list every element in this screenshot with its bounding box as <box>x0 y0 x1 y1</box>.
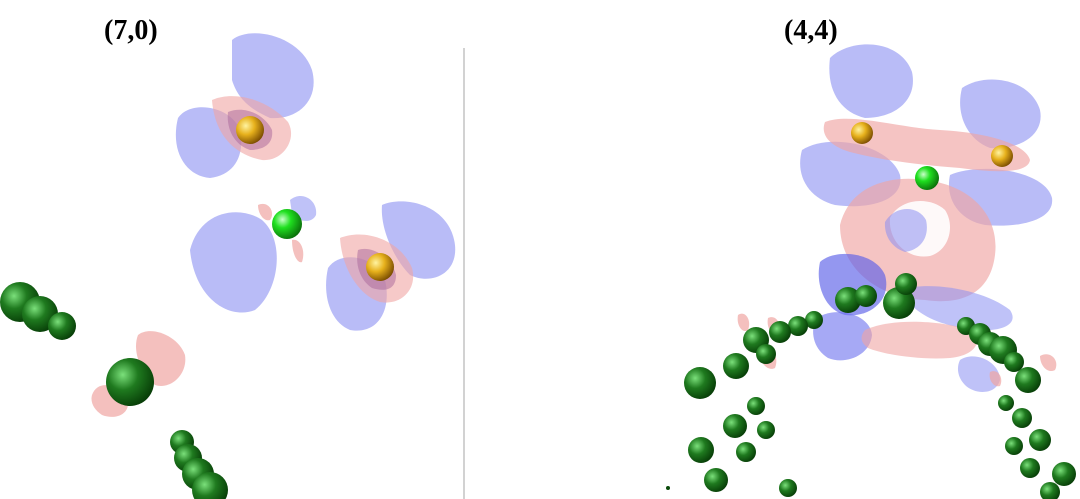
carbon-atom <box>666 486 670 490</box>
negative-lobe <box>884 208 927 252</box>
carbon-atom <box>788 316 808 336</box>
negative-lobe <box>232 33 314 119</box>
carbon-atom <box>723 414 747 438</box>
carbon-atom <box>704 468 728 492</box>
carbon-atom <box>1004 352 1024 372</box>
carbon-atom <box>757 421 775 439</box>
carbon-atom <box>688 437 714 463</box>
positive-lobe <box>258 203 273 221</box>
carbon-atom <box>1020 458 1040 478</box>
negative-lobe <box>813 312 872 361</box>
negative-lobe <box>957 356 1000 392</box>
metal-atom <box>236 116 264 144</box>
metal-atom <box>991 145 1013 167</box>
carbon-atom <box>835 287 861 313</box>
positive-lobe <box>292 239 304 263</box>
carbon-atom <box>1015 367 1041 393</box>
impurity-atom <box>272 209 302 239</box>
carbon-atom <box>1040 482 1060 499</box>
panel-label-7-0: (7,0) <box>104 15 158 46</box>
carbon-atom <box>736 442 756 462</box>
carbon-atom <box>779 479 797 497</box>
metal-atom <box>851 122 873 144</box>
carbon-atom <box>883 287 915 319</box>
carbon-atom <box>684 367 716 399</box>
impurity-atom <box>915 166 939 190</box>
negative-lobe <box>190 212 277 313</box>
panel-divider <box>463 48 465 499</box>
carbon-atom <box>1052 462 1076 486</box>
positive-lobe <box>823 118 1030 172</box>
metal-atom <box>366 253 394 281</box>
carbon-atom <box>106 358 154 406</box>
carbon-atom <box>1029 429 1051 451</box>
carbon-atom <box>48 312 76 340</box>
positive-lobe <box>861 321 978 359</box>
negative-lobe <box>829 44 913 119</box>
carbon-atom <box>1012 408 1032 428</box>
carbon-atom <box>1005 437 1023 455</box>
carbon-atom <box>998 395 1014 411</box>
carbon-atom <box>805 311 823 329</box>
positive-lobe <box>737 313 750 332</box>
carbon-atom <box>747 397 765 415</box>
carbon-atom <box>756 344 776 364</box>
positive-lobe <box>1040 354 1057 372</box>
carbon-atom <box>855 285 877 307</box>
carbon-atom <box>895 273 917 295</box>
negative-lobe <box>960 79 1041 149</box>
right-panel-scene <box>666 44 1076 499</box>
positive-lobe <box>989 371 1002 387</box>
carbon-atom <box>769 321 791 343</box>
carbon-atom <box>723 353 749 379</box>
negative-lobe <box>900 286 1013 331</box>
panel-label-4-4: (4,4) <box>784 15 838 46</box>
left-panel-scene <box>0 33 456 499</box>
carbon-atom <box>192 472 228 499</box>
